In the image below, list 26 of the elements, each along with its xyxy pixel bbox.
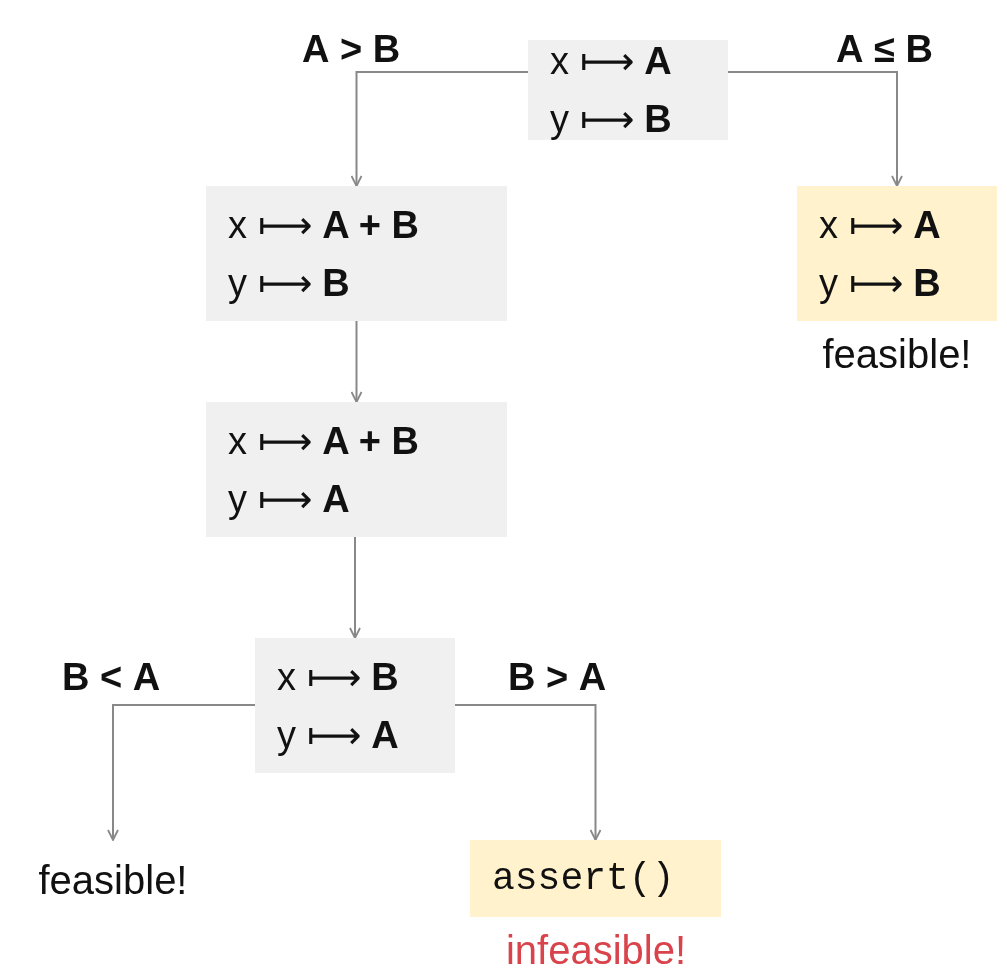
mapping-text: y ⟼ A — [228, 476, 351, 522]
mapping-text: y ⟼ A — [277, 712, 400, 758]
arrow — [349, 536, 361, 639]
result-text: feasible! — [821, 332, 973, 377]
state-box — [797, 186, 997, 321]
mapping-text: y ⟼ B — [550, 97, 673, 142]
code-box — [470, 840, 721, 917]
arrow — [107, 704, 256, 841]
mapping-text: y ⟼ B — [228, 260, 351, 306]
mapping-text: x ⟼ A + B — [228, 202, 420, 248]
result-text: infeasible! — [504, 928, 688, 973]
code-text: assert() — [492, 855, 676, 902]
arrow — [727, 71, 903, 187]
arrow — [350, 320, 363, 403]
mapping-text: x ⟼ A + B — [228, 418, 420, 464]
mapping-text: y ⟼ B — [819, 260, 942, 306]
arrow — [454, 704, 602, 841]
result-text: feasible! — [38, 857, 188, 904]
mapping-text: x ⟼ B — [277, 654, 400, 700]
state-box — [206, 402, 507, 537]
state-box — [255, 638, 455, 773]
mapping-text: x ⟼ A — [819, 202, 942, 248]
arrow — [350, 71, 529, 187]
state-box — [206, 186, 507, 321]
state-box — [528, 40, 728, 140]
mapping-text: x ⟼ A — [550, 39, 673, 84]
